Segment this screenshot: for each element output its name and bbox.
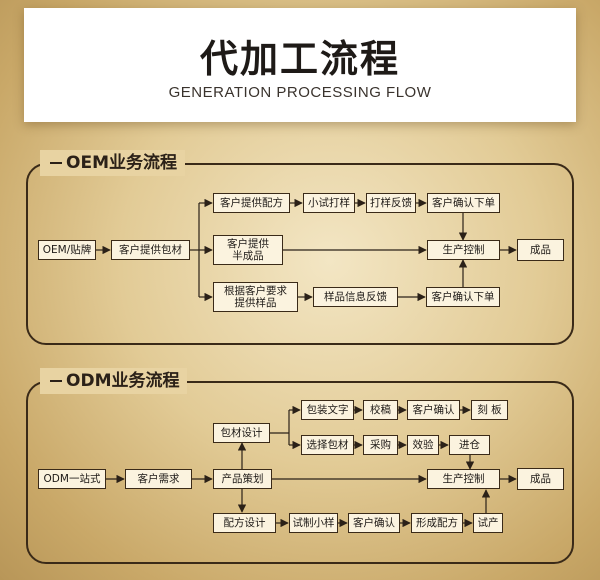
node-provide-package: 客户提供包材 — [111, 240, 190, 260]
node-trial-sample: 小试打样 — [303, 193, 355, 213]
node-semi-finished: 客户提供 半成品 — [213, 235, 283, 265]
node-package-text: 包装文字 — [301, 400, 354, 420]
node-select-package: 选择包材 — [301, 435, 354, 455]
page-subtitle: GENERATION PROCESSING FLOW — [168, 84, 432, 101]
node-odm-production: 生产控制 — [427, 469, 500, 489]
node-proofread: 校稿 — [363, 400, 398, 420]
title-dash — [50, 380, 62, 382]
oem-section-title: OEM业务流程 — [40, 150, 185, 176]
node-customer-needs: 客户需求 — [125, 469, 192, 489]
node-purchase: 采购 — [363, 435, 398, 455]
node-trial-small: 试制小样 — [289, 513, 338, 533]
node-confirm-order-1: 客户确认下单 — [427, 193, 500, 213]
node-product-planning: 产品策划 — [213, 469, 272, 489]
node-custom-sample: 根据客户要求 提供样品 — [213, 282, 298, 312]
node-customer-confirm-1: 客户确认 — [407, 400, 460, 420]
odm-section-frame — [26, 381, 574, 564]
node-trial-production: 试产 — [473, 513, 503, 533]
node-package-design: 包材设计 — [213, 423, 270, 443]
node-odm-finished: 成品 — [517, 468, 564, 490]
title-dash — [50, 162, 62, 164]
node-formula-design: 配方设计 — [213, 513, 276, 533]
node-confirm-order-2: 客户确认下单 — [426, 287, 500, 307]
node-odm-start: ODM一站式 — [38, 469, 106, 489]
page-title: 代加工流程 — [199, 37, 400, 81]
odm-section-title-text: ODM业务流程 — [66, 371, 180, 391]
node-sample-feedback: 打样反馈 — [366, 193, 416, 213]
node-engrave: 刻 板 — [471, 400, 508, 420]
node-provide-formula: 客户提供配方 — [213, 193, 290, 213]
node-oem-finished: 成品 — [517, 239, 564, 261]
node-customer-confirm-2: 客户确认 — [348, 513, 400, 533]
node-form-formula: 形成配方 — [411, 513, 463, 533]
header-card: 代加工流程 GENERATION PROCESSING FLOW — [24, 8, 576, 122]
oem-section-frame — [26, 163, 574, 345]
odm-section-title: ODM业务流程 — [40, 368, 188, 394]
node-sample-info-feedback: 样品信息反馈 — [313, 287, 398, 307]
node-oem-start: OEM/贴牌 — [38, 240, 96, 260]
node-oem-production: 生产控制 — [427, 240, 500, 260]
oem-section-title-text: OEM业务流程 — [66, 153, 177, 173]
node-inspection: 效验 — [407, 435, 439, 455]
node-warehouse: 进仓 — [449, 435, 490, 455]
